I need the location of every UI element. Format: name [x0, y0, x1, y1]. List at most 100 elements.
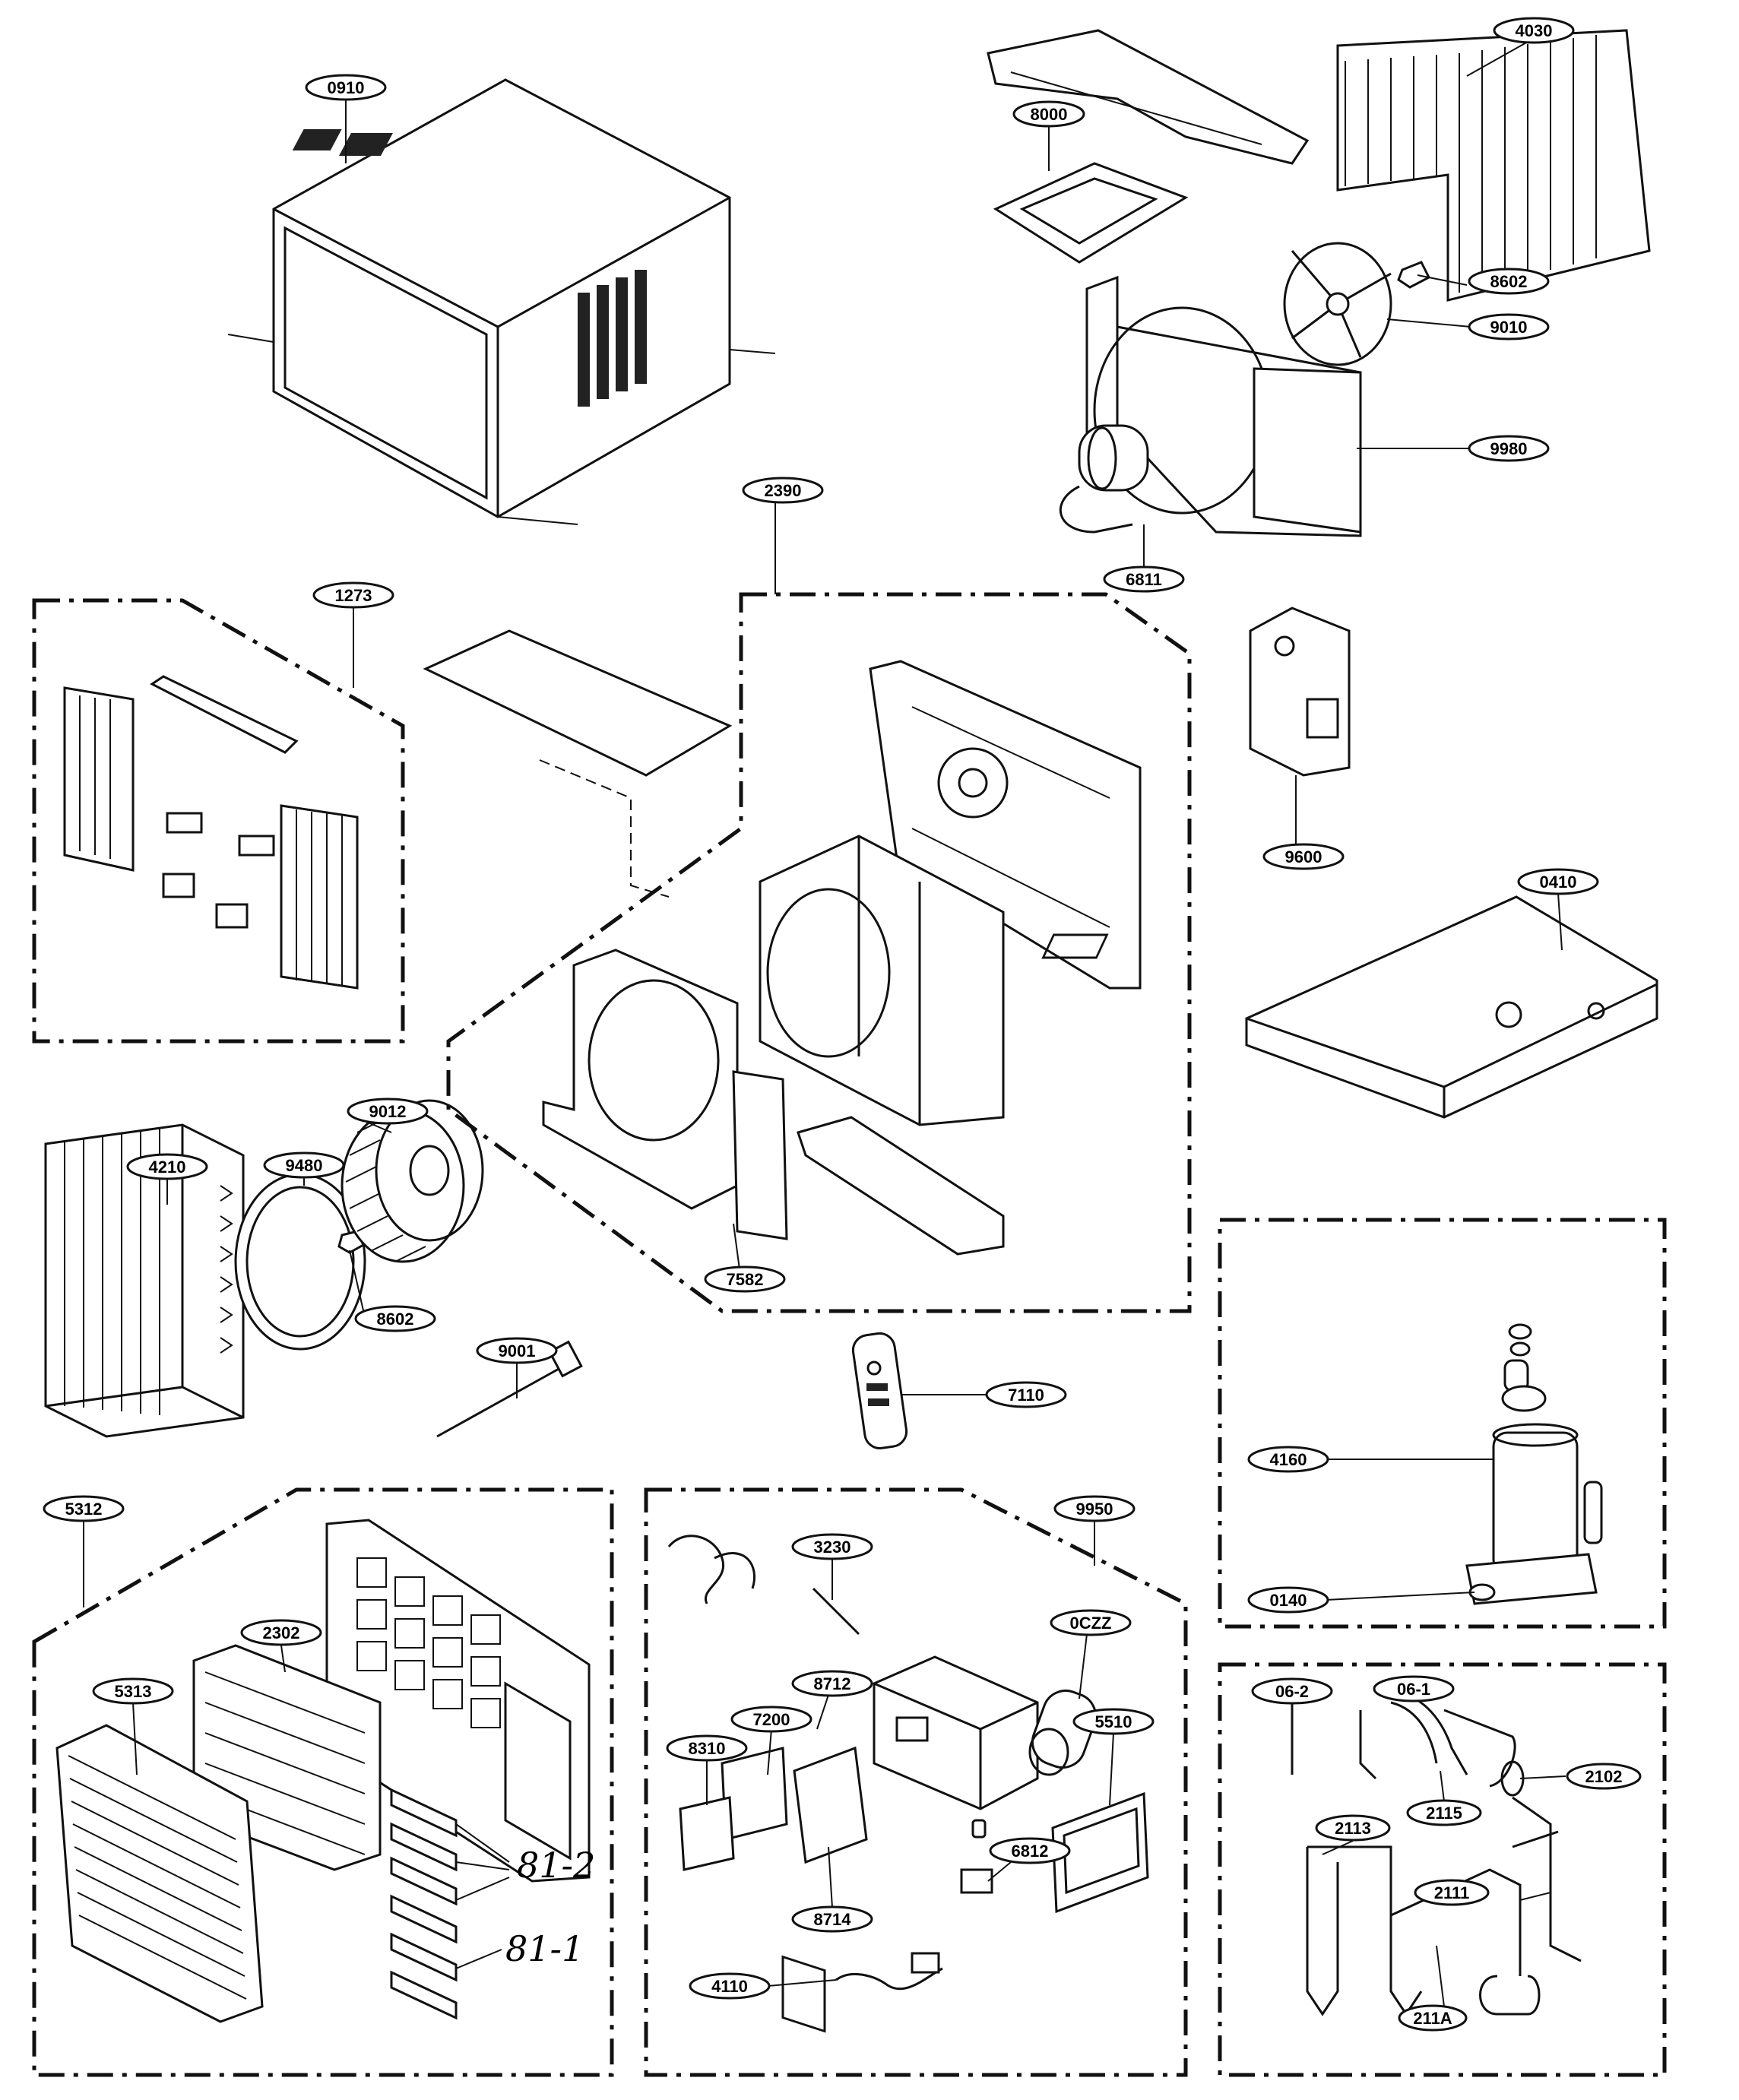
front-frame-part — [542, 949, 788, 1240]
callout-label: 2115 — [1426, 1804, 1462, 1823]
air-guide-part — [987, 29, 1310, 165]
callout-211A: 211A — [1398, 2004, 1468, 2032]
group-1273-boundary — [32, 598, 405, 1044]
callout-label: 9012 — [369, 1102, 407, 1121]
callout-label: 8602 — [1490, 272, 1528, 291]
callout-0410: 0410 — [1517, 868, 1599, 895]
group-compressor-boundary — [1218, 1218, 1667, 1629]
callout-2302: 2302 — [240, 1619, 322, 1646]
callout-06-2: 06-2 — [1251, 1677, 1333, 1705]
callout-label: 0910 — [328, 78, 365, 97]
top-plate-part — [423, 629, 733, 898]
callout-label: 4110 — [711, 1977, 748, 1996]
fan-blade-part — [1283, 242, 1392, 366]
callout-4160: 4160 — [1247, 1446, 1329, 1473]
callout-0140: 0140 — [1247, 1586, 1329, 1614]
callout-label: 5312 — [65, 1500, 103, 1519]
callout-label: 6812 — [1012, 1842, 1049, 1861]
callout-7110: 7110 — [985, 1381, 1067, 1408]
callout-label: 4030 — [1516, 21, 1553, 40]
group-9950-boundary — [644, 1487, 1188, 2077]
callout-7200: 7200 — [730, 1706, 812, 1733]
callout-label: 0140 — [1270, 1591, 1307, 1610]
callout-label: 8714 — [814, 1910, 852, 1929]
callout-0CZZ: 0CZZ — [1050, 1609, 1132, 1636]
callout-label: 8310 — [689, 1739, 726, 1758]
side-curtain-right-part — [280, 804, 359, 990]
callout-6811: 6811 — [1103, 565, 1185, 593]
callout-8602-bottom: 8602 — [354, 1305, 436, 1332]
callout-label: 7200 — [753, 1710, 790, 1729]
callout-label: 9001 — [499, 1341, 536, 1360]
callout-9001: 9001 — [476, 1337, 558, 1364]
nut-part — [1397, 261, 1431, 289]
callout-label: 7110 — [1008, 1386, 1044, 1405]
callout-8310: 8310 — [666, 1734, 748, 1762]
blower-wheel-part — [341, 1099, 484, 1263]
callout-label: 2102 — [1585, 1767, 1623, 1786]
front-grille-part — [325, 1519, 591, 1883]
compressor-part — [1465, 1323, 1603, 1605]
callout-9012: 9012 — [347, 1098, 429, 1125]
callout-label: 9480 — [286, 1156, 323, 1175]
capacitor-part — [1028, 1689, 1098, 1776]
front-panel-part — [55, 1724, 264, 2023]
callout-3230: 3230 — [791, 1533, 873, 1560]
callout-2390: 2390 — [742, 477, 824, 504]
callout-8602-top: 8602 — [1468, 268, 1550, 295]
callout-label: 2302 — [263, 1623, 300, 1642]
cabinet-part — [227, 78, 776, 525]
callout-2111: 2111 — [1414, 1879, 1490, 1906]
callout-label: 7582 — [727, 1270, 764, 1289]
top-rail-part — [150, 675, 299, 754]
callout-9480: 9480 — [263, 1151, 345, 1179]
fan-shroud-part — [1085, 275, 1362, 537]
callout-5313: 5313 — [92, 1677, 174, 1705]
callout-label: 9600 — [1285, 847, 1322, 866]
drain-tray-part — [797, 1116, 1005, 1256]
control-box-bracket-part — [1249, 607, 1351, 777]
power-cord-part — [835, 1952, 943, 1991]
callout-label: 1273 — [335, 586, 372, 605]
remote-control-part — [851, 1332, 908, 1449]
callout-label: 9980 — [1490, 439, 1528, 458]
callout-label: 0410 — [1540, 873, 1577, 892]
callout-6812: 6812 — [989, 1837, 1071, 1864]
pcb-main-part — [721, 1746, 868, 1864]
control-box-part — [873, 1655, 1039, 1810]
callout-2115: 2115 — [1406, 1799, 1482, 1826]
callout-4030: 4030 — [1493, 17, 1575, 44]
callout-label: 8000 — [1031, 105, 1068, 124]
callout-4210: 4210 — [126, 1153, 208, 1180]
display-cover-part — [679, 1796, 735, 1871]
callout-label: 4210 — [149, 1158, 186, 1177]
group-tubing-boundary — [1218, 1662, 1667, 2077]
wire-harness-part — [667, 1535, 860, 1636]
callout-06-1: 06-1 — [1373, 1675, 1455, 1702]
callout-label: 6811 — [1126, 570, 1162, 589]
callout-9980: 9980 — [1468, 435, 1550, 462]
louver-parts — [390, 1788, 510, 2020]
callout-label: 5313 — [115, 1682, 152, 1701]
callout-1273: 1273 — [312, 581, 394, 609]
callout-label: 06-1 — [1397, 1680, 1430, 1699]
condenser-coil-part — [1336, 29, 1651, 302]
callout-label: 0CZZ — [1070, 1614, 1112, 1633]
mounting-brackets-part — [162, 812, 275, 929]
callout-0910: 0910 — [305, 74, 387, 101]
callout-label: 9010 — [1490, 318, 1528, 337]
evaporator-coil-part — [44, 1123, 245, 1438]
callout-9600: 9600 — [1262, 843, 1345, 870]
callout-label: 2113 — [1335, 1819, 1371, 1838]
callout-label: 9950 — [1076, 1500, 1113, 1519]
callout-9950: 9950 — [1053, 1495, 1136, 1522]
side-curtain-left-part — [63, 686, 135, 872]
callout-label: 5510 — [1095, 1712, 1132, 1731]
callout-2113: 2113 — [1315, 1814, 1391, 1842]
relay-part — [960, 1819, 993, 1894]
callout-label: 2390 — [765, 481, 802, 500]
callout-label: 211A — [1413, 2009, 1452, 2028]
callout-label: 4160 — [1270, 1450, 1307, 1469]
group-5312-boundary — [32, 1487, 614, 2077]
base-pan-part — [1041, 895, 1658, 1119]
